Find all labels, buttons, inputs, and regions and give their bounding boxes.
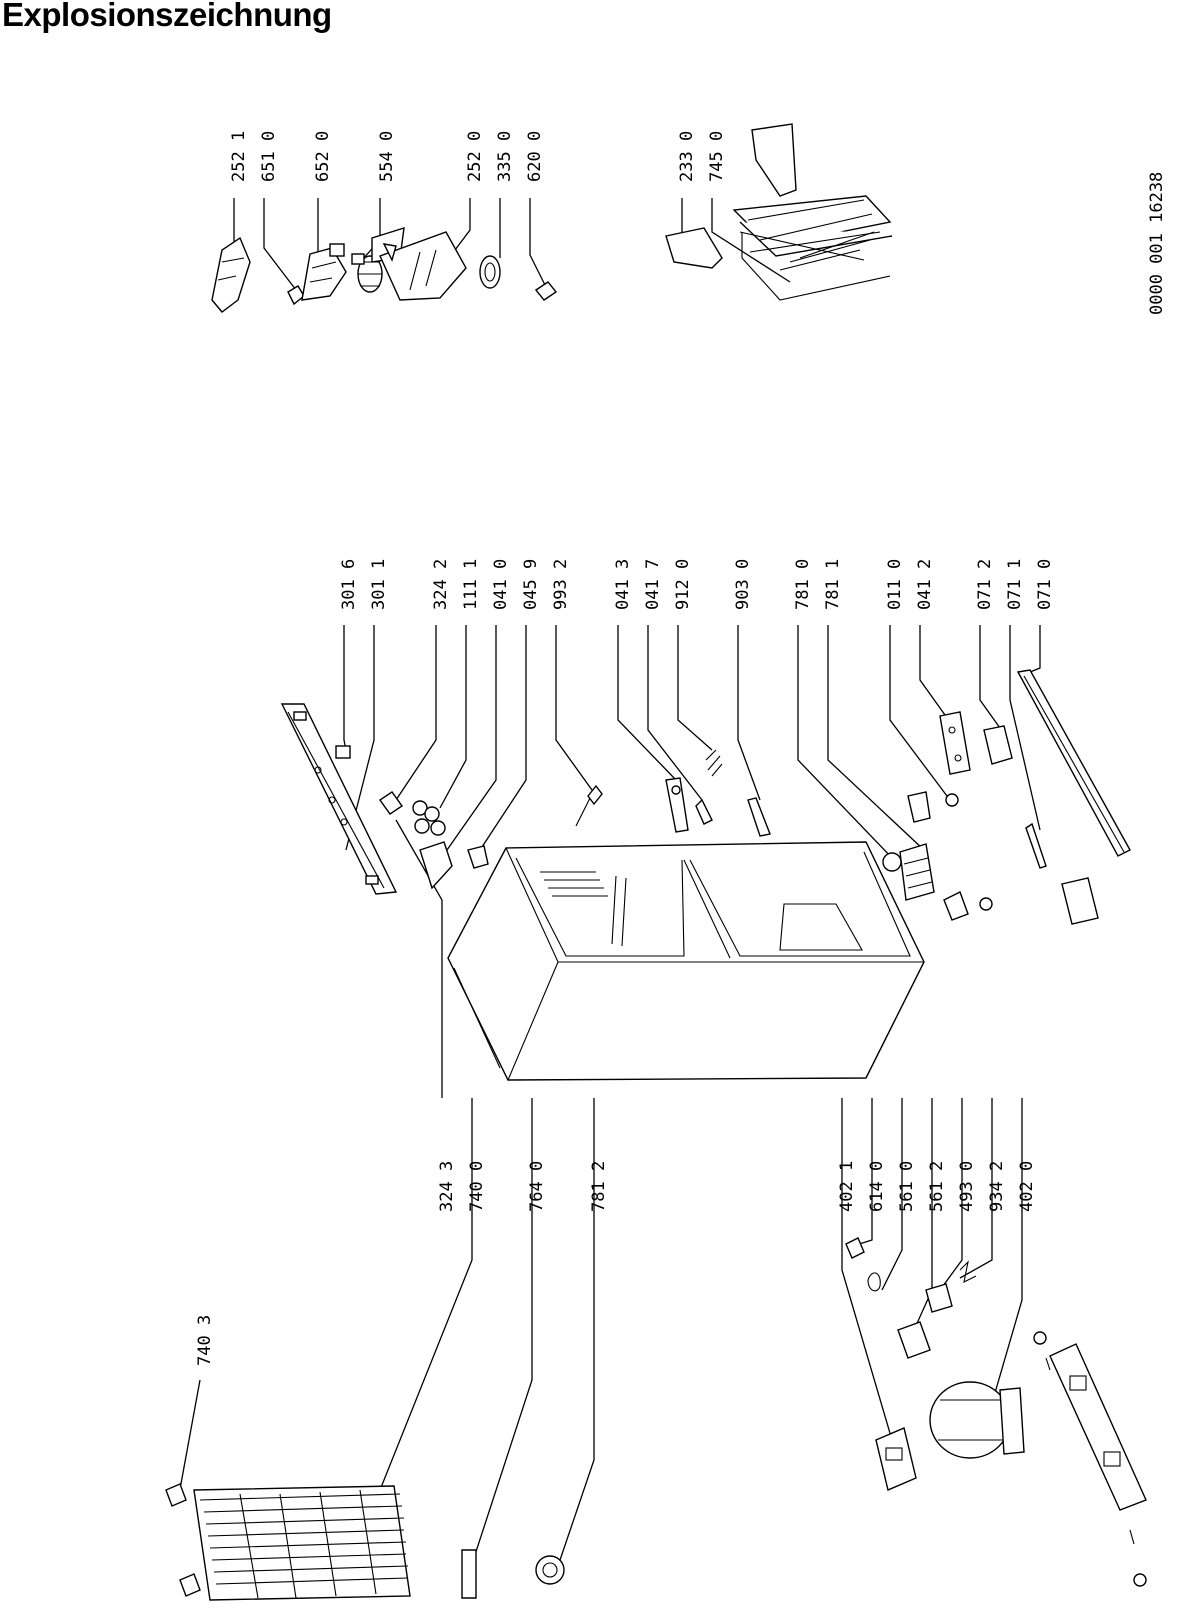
part-324-2-cover [379, 791, 403, 815]
part-071-2-cap-lower [1061, 877, 1099, 925]
part-label: 620 0 [525, 131, 545, 182]
part-745-0-rail [751, 123, 797, 197]
page-title: Explosionszeichnung [2, 0, 332, 33]
part-745-0-wire-shelf [732, 195, 893, 301]
part-233-0-rail [665, 227, 723, 269]
part-740-0-condenser [193, 1485, 411, 1601]
part-label: 041 2 [915, 559, 935, 610]
part-912-0-spring [705, 749, 723, 777]
part-label: 764 0 [527, 1161, 547, 1212]
label-group-middle: 301 6 301 1 324 2 111 1 041 0 045 9 993 … [339, 559, 1055, 610]
part-label: 252 0 [465, 131, 485, 182]
part-label: 740 3 [195, 1315, 215, 1366]
part-764-0-filter [461, 1549, 477, 1599]
part-hinge-lower [943, 891, 993, 921]
part-011-0-hinge [907, 791, 959, 823]
part-335-0-disc [479, 255, 501, 289]
part-301-control-panel [280, 703, 398, 895]
part-402-1-relay [875, 1427, 917, 1491]
part-041-3-hinge [665, 777, 689, 833]
part-label: 934 2 [987, 1161, 1007, 1212]
part-041-7-pin [695, 798, 713, 825]
part-label: 301 1 [369, 559, 389, 610]
part-label: 652 0 [313, 131, 333, 182]
part-label: 324 3 [437, 1161, 457, 1212]
part-label: 111 1 [461, 559, 481, 610]
fridge-cabinet [447, 841, 925, 1081]
part-label: 561 2 [927, 1161, 947, 1212]
part-620-0-clip [534, 281, 558, 301]
part-label: 041 3 [613, 559, 633, 610]
part-label: 781 0 [793, 559, 813, 610]
part-493-0-protector [925, 1283, 953, 1313]
part-label: 745 0 [707, 131, 727, 182]
part-561-2-relay [897, 1321, 931, 1359]
part-071-2-cap [983, 725, 1013, 765]
part-label: 324 2 [431, 559, 451, 610]
part-label: 903 0 [733, 559, 753, 610]
part-label: 554 0 [377, 131, 397, 182]
part-402-0-compressor [929, 1381, 1025, 1459]
part-071-1-strip [1025, 822, 1047, 869]
part-252-0-housing [371, 227, 467, 301]
part-label: 335 0 [495, 131, 515, 182]
part-label: 041 0 [491, 559, 511, 610]
part-label: 614 0 [867, 1161, 887, 1212]
part-label: 651 0 [259, 131, 279, 182]
part-740-3-clip [165, 1483, 201, 1597]
part-111-1-knobs [412, 800, 446, 836]
part-071-0-rail [1016, 669, 1131, 857]
part-label: 912 0 [673, 559, 693, 610]
part-label: 252 1 [229, 131, 249, 182]
part-label: 301 6 [339, 559, 359, 610]
part-label: 071 0 [1035, 559, 1055, 610]
part-label: 561 0 [897, 1161, 917, 1212]
part-label: 045 9 [521, 559, 541, 610]
part-label: 233 0 [677, 131, 697, 182]
part-041-2-hinge-bracket [939, 711, 971, 775]
part-label: 402 1 [837, 1161, 857, 1212]
part-934-2-wire [959, 1260, 977, 1283]
part-781-1-vent [899, 843, 935, 901]
part-label: 993 2 [551, 559, 571, 610]
part-label: 493 0 [957, 1161, 977, 1212]
part-252-1-bracket [211, 236, 251, 313]
leader-lines [177, 198, 1041, 1571]
part-561-0-clip [867, 1272, 881, 1292]
part-781-0-foot [882, 852, 902, 872]
part-651-0-knob [287, 285, 305, 306]
part-label: 041 7 [643, 559, 663, 610]
part-652-0-thermostat [301, 243, 347, 301]
part-label: 402 0 [1017, 1161, 1037, 1212]
label-group-top-right: 252 1 651 0 652 0 554 0 252 0 335 0 620 … [229, 131, 727, 182]
part-903-0-strip [747, 797, 771, 837]
part-label: 781 1 [823, 559, 843, 610]
part-041-0-hinge [419, 841, 453, 890]
part-993-2-sensor [575, 784, 603, 827]
part-label: 071 2 [975, 559, 995, 610]
part-label: 071 1 [1005, 559, 1025, 610]
part-compressor-base-plate [1033, 1331, 1147, 1587]
part-label: 740 0 [467, 1161, 487, 1212]
part-781-2-foot [535, 1555, 565, 1585]
part-614-0-cap [845, 1237, 865, 1259]
part-554-0-lamp [351, 253, 383, 293]
part-045-9-bolt [467, 845, 489, 869]
doc-number: 0000 001 16238 [1147, 172, 1167, 315]
part-label: 011 0 [885, 559, 905, 610]
part-label: 781 2 [589, 1161, 609, 1212]
